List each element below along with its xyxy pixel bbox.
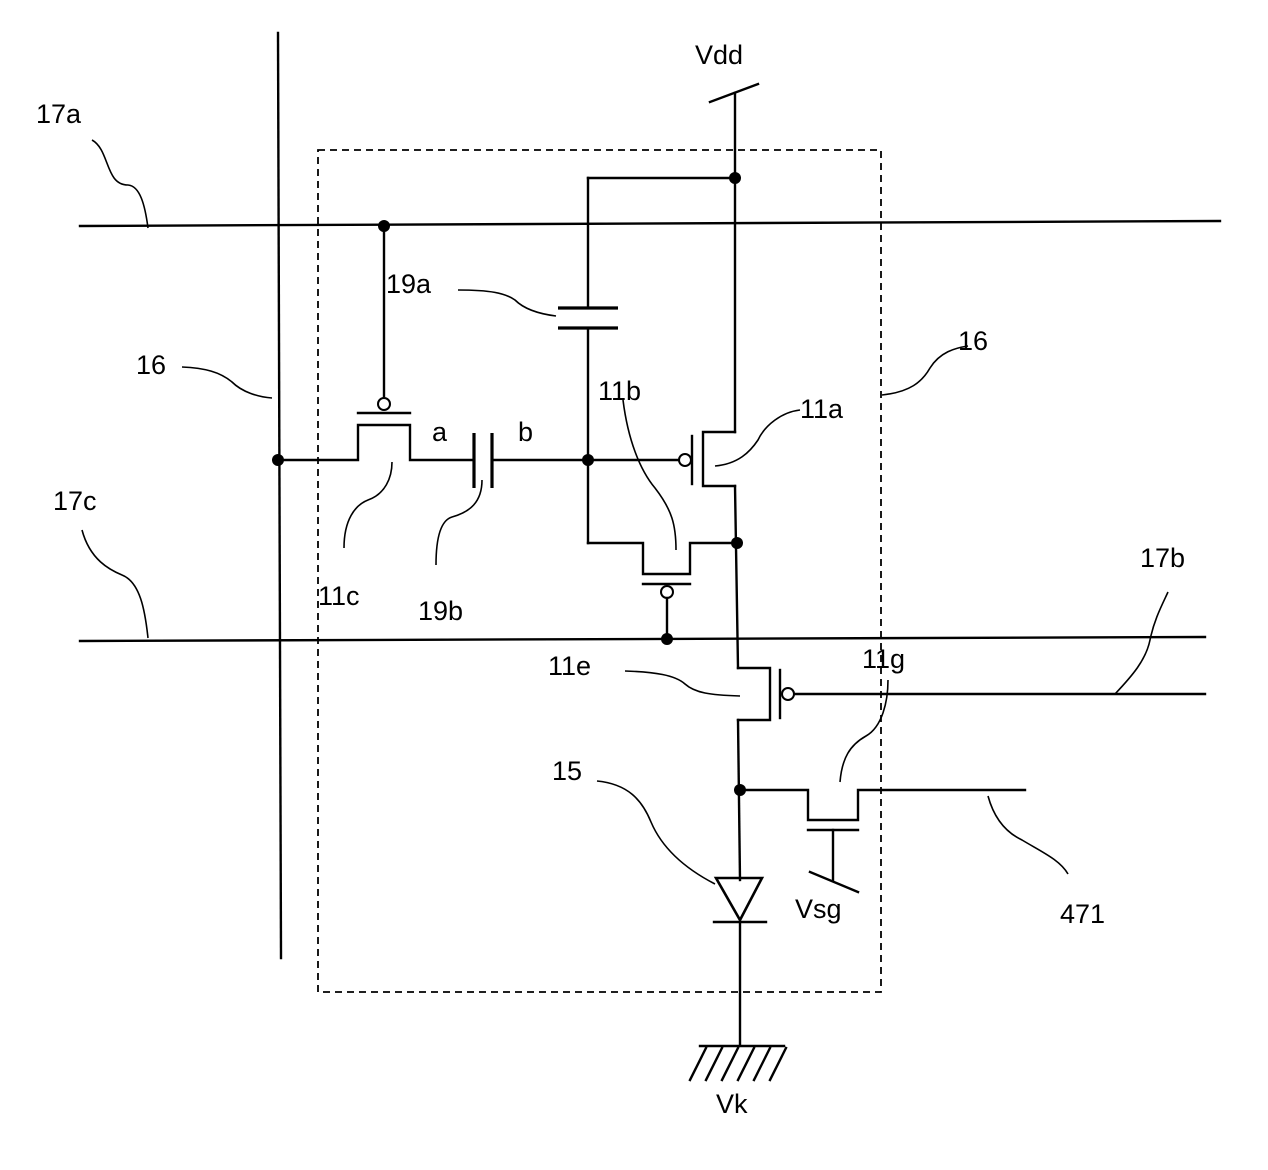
leader-lines bbox=[82, 140, 1168, 884]
tr-11b-channel bbox=[588, 543, 737, 574]
label-11b: 11b bbox=[598, 376, 641, 406]
leader-19a bbox=[458, 290, 556, 316]
label-15: 15 bbox=[552, 756, 582, 786]
ground-hatch-icon bbox=[690, 1048, 786, 1080]
label-vdd: Vdd bbox=[695, 40, 743, 70]
leader-15 bbox=[597, 781, 715, 884]
leader-471 bbox=[988, 796, 1068, 874]
tr-11e-channel bbox=[738, 668, 770, 720]
leader-16-source bbox=[182, 367, 272, 398]
leader-17b bbox=[1115, 592, 1168, 694]
leader-11c bbox=[344, 462, 392, 548]
leader-11a bbox=[715, 410, 800, 466]
label-16-source: 16 bbox=[136, 350, 166, 380]
junction-dot bbox=[582, 454, 594, 466]
leader-11b bbox=[623, 400, 676, 550]
junction-dot bbox=[734, 784, 746, 796]
tr-11c-gate-bubble bbox=[378, 398, 390, 410]
tr-11a-gate-bubble bbox=[679, 454, 691, 466]
junction-dot bbox=[661, 633, 673, 645]
leader-19b bbox=[436, 480, 482, 565]
tr-11g-channel bbox=[740, 790, 1025, 820]
leader-17a bbox=[92, 140, 148, 228]
tr-11b-gate-bubble bbox=[661, 586, 673, 598]
tr-11a-drain-wire bbox=[735, 486, 738, 668]
label-node-b: b bbox=[518, 417, 533, 447]
label-16-pixel: 16 bbox=[958, 326, 988, 356]
gate-line-17c bbox=[80, 637, 1205, 641]
junction-dot bbox=[378, 220, 390, 232]
label-19a: 19a bbox=[386, 269, 432, 299]
junction-dot bbox=[729, 172, 741, 184]
label-vk: Vk bbox=[716, 1089, 748, 1119]
el-diode-icon bbox=[716, 878, 762, 920]
label-11e: 11e bbox=[548, 651, 591, 681]
tr-11e-drain-wire bbox=[738, 720, 740, 880]
junction-dot bbox=[272, 454, 284, 466]
leader-17c bbox=[82, 530, 148, 638]
label-17c: 17c bbox=[53, 486, 97, 516]
label-11a: 11a bbox=[800, 394, 844, 424]
label-471: 471 bbox=[1060, 899, 1105, 929]
label-19b: 19b bbox=[418, 596, 463, 626]
label-vsg: Vsg bbox=[795, 894, 842, 924]
label-11c: 11c bbox=[318, 581, 360, 611]
label-17b: 17b bbox=[1140, 543, 1185, 573]
junction-dot bbox=[731, 537, 743, 549]
label-17a: 17a bbox=[36, 99, 82, 129]
label-11g: 11g bbox=[862, 644, 905, 674]
label-node-a: a bbox=[432, 417, 448, 447]
source-signal-line bbox=[278, 33, 281, 958]
tr-11e-gate-bubble bbox=[782, 688, 794, 700]
leader-16-pixel bbox=[882, 346, 968, 395]
gate-line-17a bbox=[80, 221, 1220, 226]
tr-11a-channel bbox=[703, 432, 735, 486]
leader-11e bbox=[625, 671, 740, 696]
